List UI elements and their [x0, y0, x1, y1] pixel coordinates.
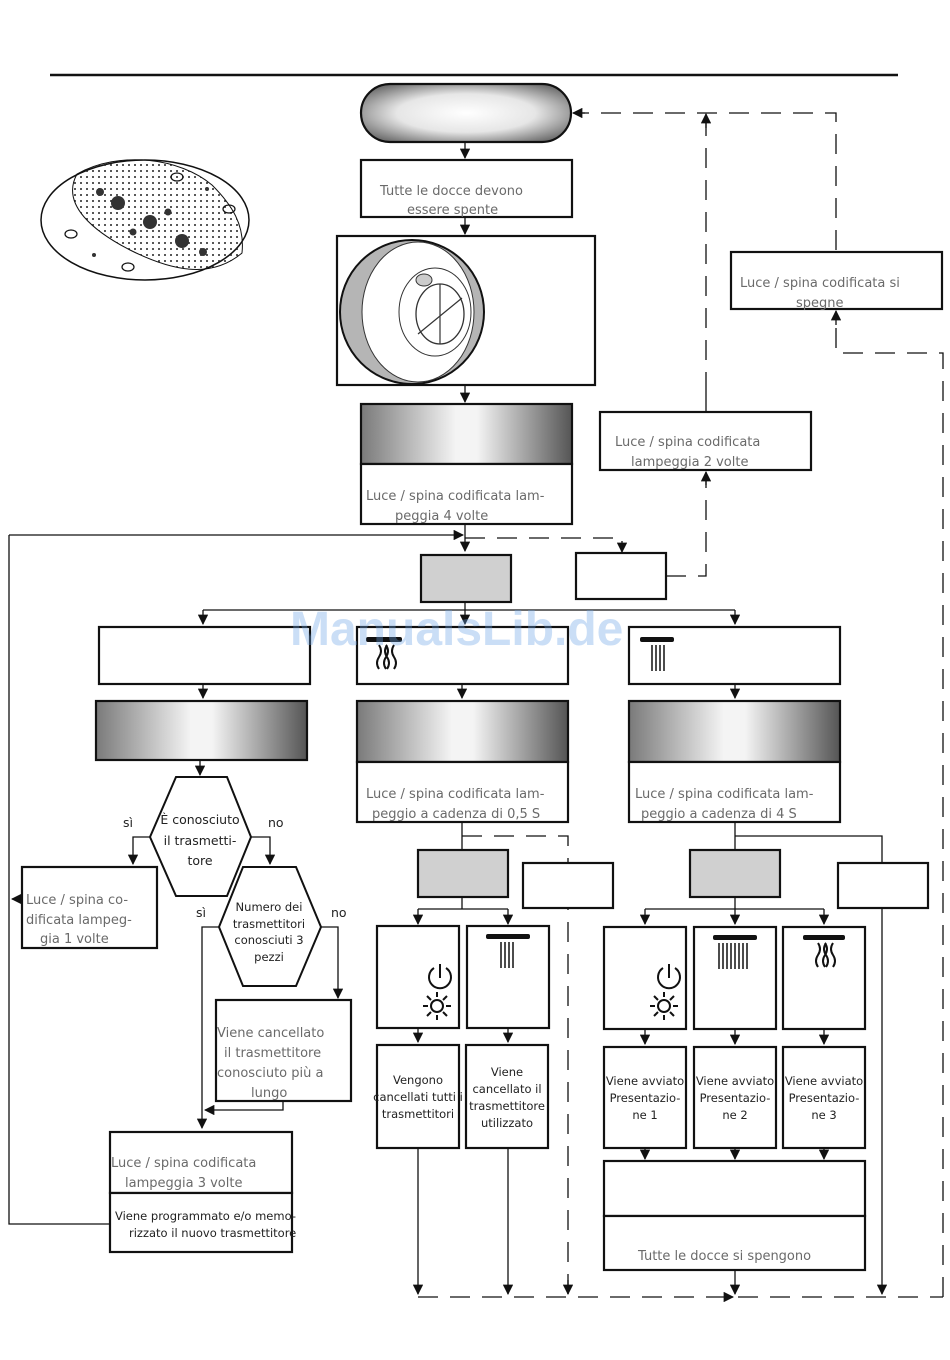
- svg-text:Viene: Viene: [491, 1065, 523, 1079]
- label-no: no: [268, 815, 284, 830]
- power-icon: [657, 964, 681, 990]
- svg-text:ne 1: ne 1: [632, 1108, 657, 1122]
- svg-text:pezzi: pezzi: [254, 950, 284, 964]
- step-blink-05s: Luce / spina codificata lam- peggio a ca…: [355, 699, 570, 824]
- svg-text:Viene cancellato: Viene cancellato: [217, 1026, 324, 1041]
- svg-text:Luce / spina codificata lam-: Luce / spina codificata lam-: [635, 787, 814, 802]
- mode-box-alt: [574, 551, 668, 601]
- branch-box-rain: [627, 625, 842, 686]
- button-illustration: [335, 234, 597, 387]
- svg-text:tore: tore: [187, 853, 212, 868]
- watermark: ManualsLib.de: [290, 603, 623, 656]
- step-demo-2: Viene avviato Presentazio- ne 2: [692, 1045, 778, 1150]
- svg-text:lungo: lungo: [251, 1086, 287, 1101]
- label-yes: sì: [123, 815, 133, 830]
- svg-text:Viene avviato: Viene avviato: [696, 1074, 774, 1088]
- svg-text:trasmettitore: trasmettitore: [469, 1099, 545, 1113]
- step-all-showers-off: Tutte le docce si spengono: [602, 1159, 867, 1272]
- svg-text:spegne: spegne: [796, 296, 844, 311]
- svg-text:essere spente: essere spente: [407, 203, 498, 218]
- svg-text:cancellati tutti i: cancellati tutti i: [373, 1090, 463, 1104]
- mode-box-mid-lower: [416, 848, 510, 899]
- icon-box-mist-right: [781, 925, 867, 1031]
- svg-text:Viene programmato e/o memo-: Viene programmato e/o memo-: [115, 1209, 296, 1223]
- svg-text:peggio a cadenza di 4 S: peggio a cadenza di 4 S: [641, 807, 797, 822]
- shower-head-illustration: [40, 159, 250, 281]
- svg-text:peggio a cadenza di 0,5 S: peggio a cadenza di 0,5 S: [372, 807, 540, 822]
- mist-shower-icon: [803, 935, 845, 968]
- branch-box-left: [97, 625, 312, 686]
- icon-box-rain-mid: [465, 924, 551, 1030]
- power-icon: [428, 964, 452, 990]
- svg-text:il trasmettitore: il trasmettitore: [224, 1046, 321, 1061]
- decision-transmitter-count: Numero dei trasmettitori conosciuti 3 pe…: [217, 866, 323, 987]
- svg-text:Numero dei: Numero dei: [236, 900, 303, 914]
- svg-text:conosciuti 3: conosciuti 3: [234, 933, 303, 947]
- step-blink-3-program: Luce / spina codificata lampeggia 3 volt…: [108, 1130, 296, 1254]
- mist-shower-icon: [366, 637, 402, 670]
- svg-text:lampeggia 2 volte: lampeggia 2 volte: [631, 455, 748, 470]
- svg-text:conosciuto più a: conosciuto più a: [217, 1066, 323, 1081]
- svg-text:Tutte le docce si spengono: Tutte le docce si spengono: [637, 1249, 811, 1264]
- step-demo-3: Viene avviato Presentazio- ne 3: [781, 1045, 867, 1150]
- svg-text:Presentazio-: Presentazio-: [700, 1091, 771, 1105]
- svg-text:trasmettitori: trasmettitori: [382, 1107, 454, 1121]
- step-demo-1: Viene avviato Presentazio- ne 1: [602, 1045, 688, 1150]
- svg-text:ne 3: ne 3: [811, 1108, 836, 1122]
- svg-text:trasmettitori: trasmettitori: [233, 917, 305, 931]
- mode-box-center: [419, 553, 513, 604]
- svg-text:Viene avviato: Viene avviato: [785, 1074, 863, 1088]
- step-blink-2: Luce / spina codificata lampeggia 2 volt…: [598, 410, 813, 472]
- svg-text:Vengono: Vengono: [393, 1073, 443, 1087]
- svg-text:Luce / spina co-: Luce / spina co-: [26, 893, 128, 908]
- svg-text:gia 1 volte: gia 1 volte: [40, 932, 109, 947]
- step-delete-all: Vengono cancellati tutti i trasmettitori: [373, 1043, 463, 1150]
- mode-box-right-lower: [688, 848, 782, 899]
- svg-text:cancellato il: cancellato il: [472, 1082, 541, 1096]
- svg-text:peggia 4 volte: peggia 4 volte: [395, 509, 488, 524]
- icon-box-rain-right: [692, 925, 778, 1031]
- svg-text:Luce / spina codificata si: Luce / spina codificata si: [740, 276, 900, 291]
- svg-text:Luce / spina codificata lam-: Luce / spina codificata lam-: [366, 489, 545, 504]
- step-blink-1: Luce / spina co- dificata lampeg- gia 1 …: [20, 865, 159, 950]
- step-text: Tutte le docce devono: [379, 184, 523, 199]
- label-yes-2: sì: [196, 905, 206, 920]
- light-icon: [650, 992, 678, 1020]
- mode-box-mid-alt: [521, 861, 615, 910]
- svg-text:È conosciuto: È conosciuto: [160, 812, 239, 827]
- svg-text:Luce / spina codificata: Luce / spina codificata: [615, 435, 760, 450]
- svg-text:lampeggia 3 volte: lampeggia 3 volte: [125, 1176, 242, 1191]
- mode-box-right-alt: [836, 861, 930, 910]
- svg-text:Luce / spina codificata: Luce / spina codificata: [111, 1156, 256, 1171]
- light-icon: [423, 992, 451, 1020]
- step-delete-oldest: Viene cancellato il trasmettitore conosc…: [214, 998, 353, 1103]
- start-terminal: [359, 82, 573, 144]
- svg-text:Presentazio-: Presentazio-: [789, 1091, 860, 1105]
- svg-text:Presentazio-: Presentazio-: [610, 1091, 681, 1105]
- decision-transmitter-known: È conosciuto il trasmetti- tore: [148, 776, 253, 897]
- svg-text:il trasmetti-: il trasmetti-: [164, 833, 237, 848]
- svg-text:rizzato il nuovo trasmettitore: rizzato il nuovo trasmettitore: [129, 1226, 296, 1240]
- step-blink-4s: Luce / spina codificata lam- peggio a ca…: [627, 699, 842, 824]
- step-all-showers-must-be-off: Tutte le docce devono essere spente: [359, 158, 574, 219]
- step-light-off: Luce / spina codificata si spegne: [729, 250, 944, 311]
- svg-text:Viene avviato: Viene avviato: [606, 1074, 684, 1088]
- step-delete-used: Viene cancellato il trasmettitore utiliz…: [464, 1043, 550, 1150]
- svg-text:utilizzato: utilizzato: [481, 1116, 533, 1130]
- svg-text:ne 2: ne 2: [722, 1108, 747, 1122]
- rain-shower-icon: [713, 935, 757, 969]
- label-no-2: no: [331, 905, 347, 920]
- icon-box-power-light-right: [602, 925, 688, 1031]
- icon-box-power-light-mid: [375, 924, 461, 1030]
- rain-shower-icon: [640, 637, 674, 671]
- rain-shower-icon: [486, 934, 530, 968]
- branch-box-mist: [355, 625, 570, 686]
- svg-text:Luce / spina codificata lam-: Luce / spina codificata lam-: [366, 787, 545, 802]
- step-blink-4: Luce / spina codificata lam- peggia 4 vo…: [359, 402, 574, 526]
- gradient-box-left: [94, 699, 309, 762]
- svg-text:dificata lampeg-: dificata lampeg-: [26, 913, 132, 928]
